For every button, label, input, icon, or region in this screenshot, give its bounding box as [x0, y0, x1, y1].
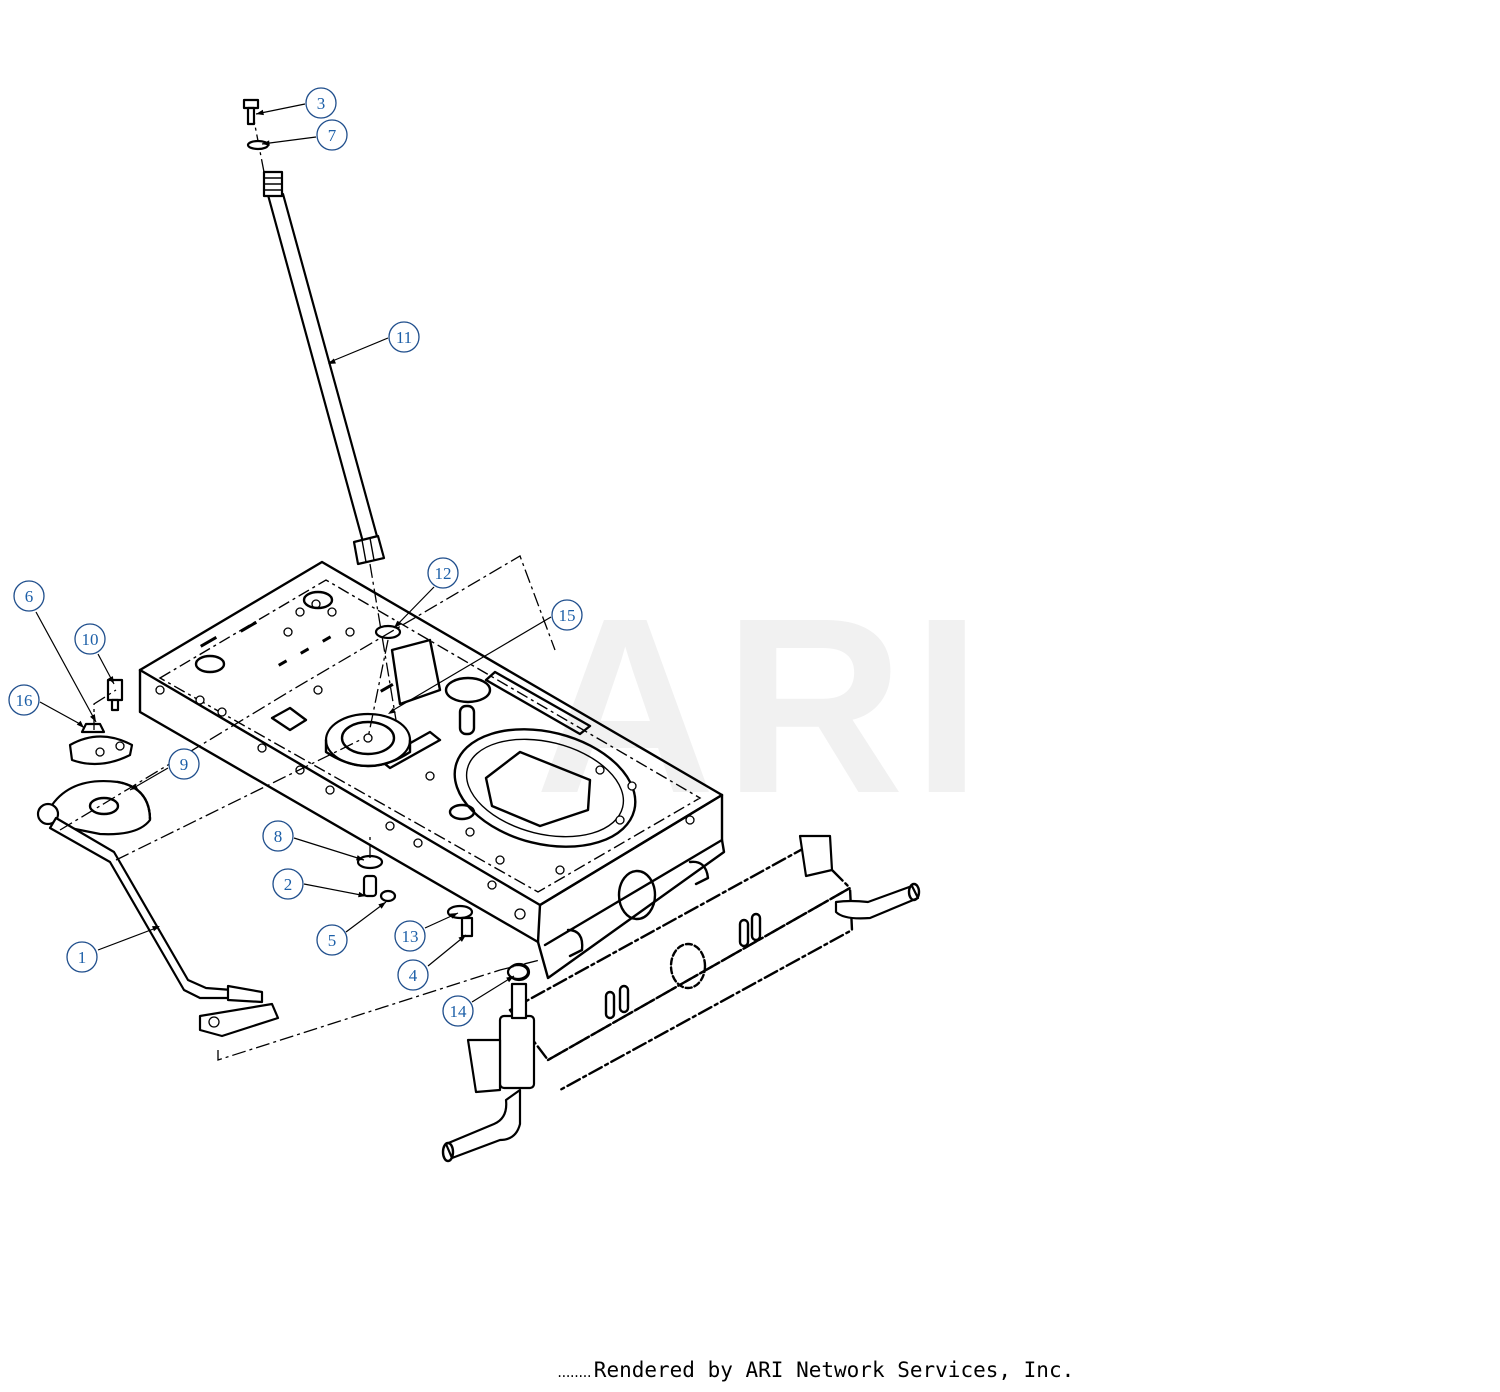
front-axle [441, 834, 921, 1163]
callout-10[interactable]: 10 [74, 623, 115, 685]
callout-circle [272, 868, 304, 900]
callout-leader [35, 611, 97, 723]
callout-circle [394, 920, 426, 952]
callout-9[interactable]: 9 [129, 748, 200, 791]
callout-15[interactable]: 15 [388, 599, 583, 714]
callout-leader [389, 616, 552, 713]
callout-circle [168, 748, 200, 780]
callout-8[interactable]: 8 [262, 820, 365, 861]
credit-line: ........Rendered by ARI Network Services… [556, 1358, 1074, 1382]
callout-arrowhead [450, 913, 458, 919]
callout-leader [345, 901, 387, 933]
callout-number: 6 [25, 587, 34, 606]
callout-number: 16 [16, 691, 33, 710]
callout-number: 15 [559, 606, 576, 625]
callout-number: 5 [328, 931, 337, 950]
callout-16[interactable]: 16 [8, 684, 85, 729]
callout-5[interactable]: 5 [316, 901, 387, 956]
watermark: ARI [535, 566, 990, 845]
callout-arrowhead [378, 902, 386, 909]
callout-circle [551, 599, 583, 631]
callout-circle [74, 623, 106, 655]
callout-12[interactable]: 12 [393, 557, 459, 629]
callout-arrowhead [76, 720, 84, 728]
callout-number: 11 [396, 328, 412, 347]
callout-arrowhead [506, 976, 514, 983]
callout-arrowhead [89, 714, 96, 722]
steering-shaft [251, 109, 397, 721]
callout-number: 9 [180, 755, 189, 774]
callout-number: 14 [450, 1002, 468, 1021]
credit-text: Rendered by ARI Network Services, Inc. [593, 1358, 1075, 1382]
lower-hardware [356, 854, 530, 981]
callout-circle [262, 820, 294, 852]
callout-number: 1 [78, 948, 87, 967]
frame [138, 560, 726, 980]
callout-number: 7 [328, 126, 337, 145]
callout-11[interactable]: 11 [328, 321, 420, 364]
callout-arrowhead [458, 935, 466, 942]
callout-14[interactable]: 14 [442, 975, 515, 1027]
callout-leader [427, 934, 467, 967]
callout-2[interactable]: 2 [272, 868, 367, 900]
callout-circle [388, 321, 420, 353]
drag-link [48, 816, 280, 1038]
callout-arrowhead [256, 109, 264, 116]
assembly-lines [59, 555, 556, 1061]
callout-circle [316, 924, 348, 956]
callout-arrowhead [108, 676, 114, 684]
callout-leader [303, 883, 367, 897]
callout-1[interactable]: 1 [66, 926, 160, 973]
callout-number: 10 [82, 630, 99, 649]
callout-arrowhead [152, 926, 160, 932]
callout-leader [329, 337, 389, 363]
callout-number: 13 [402, 927, 419, 946]
callout-arrowhead [130, 783, 138, 790]
callout-arrowhead [328, 358, 336, 364]
callout-3[interactable]: 3 [255, 87, 337, 119]
callout-circle [305, 87, 337, 119]
callout-circle [397, 959, 429, 991]
callout-leader [471, 975, 515, 1003]
callout-7[interactable]: 7 [261, 119, 348, 151]
callout-arrowhead [358, 891, 366, 898]
callout-circle [427, 557, 459, 589]
callout-4[interactable]: 4 [397, 934, 467, 991]
callout-6[interactable]: 6 [13, 580, 97, 723]
callout-circle [442, 995, 474, 1027]
callout-arrowhead [356, 855, 364, 861]
callout-leader [393, 586, 435, 629]
callout-13[interactable]: 13 [394, 912, 459, 952]
callout-arrowhead [262, 140, 270, 146]
callout-leader [97, 927, 157, 951]
pinion-gear-plate [324, 624, 412, 768]
callout-circle [316, 119, 348, 151]
callout-leader [293, 837, 365, 861]
sector-gear-assembly [36, 678, 152, 836]
callout-leader [255, 103, 306, 115]
callout-number: 2 [284, 875, 293, 894]
callout-circle [13, 580, 45, 612]
credit-leader: ........ [556, 1366, 593, 1380]
callout-leader [261, 136, 317, 145]
callout-number: 4 [409, 966, 418, 985]
callout-circle [8, 684, 40, 716]
callout-number: 3 [317, 94, 326, 113]
hex-bolt-top [242, 98, 270, 151]
callout-arrowhead [388, 707, 396, 714]
callout-arrowhead [394, 620, 402, 628]
callout-number: 8 [274, 827, 283, 846]
callout-circle [66, 941, 98, 973]
callout-number: 12 [435, 564, 452, 583]
